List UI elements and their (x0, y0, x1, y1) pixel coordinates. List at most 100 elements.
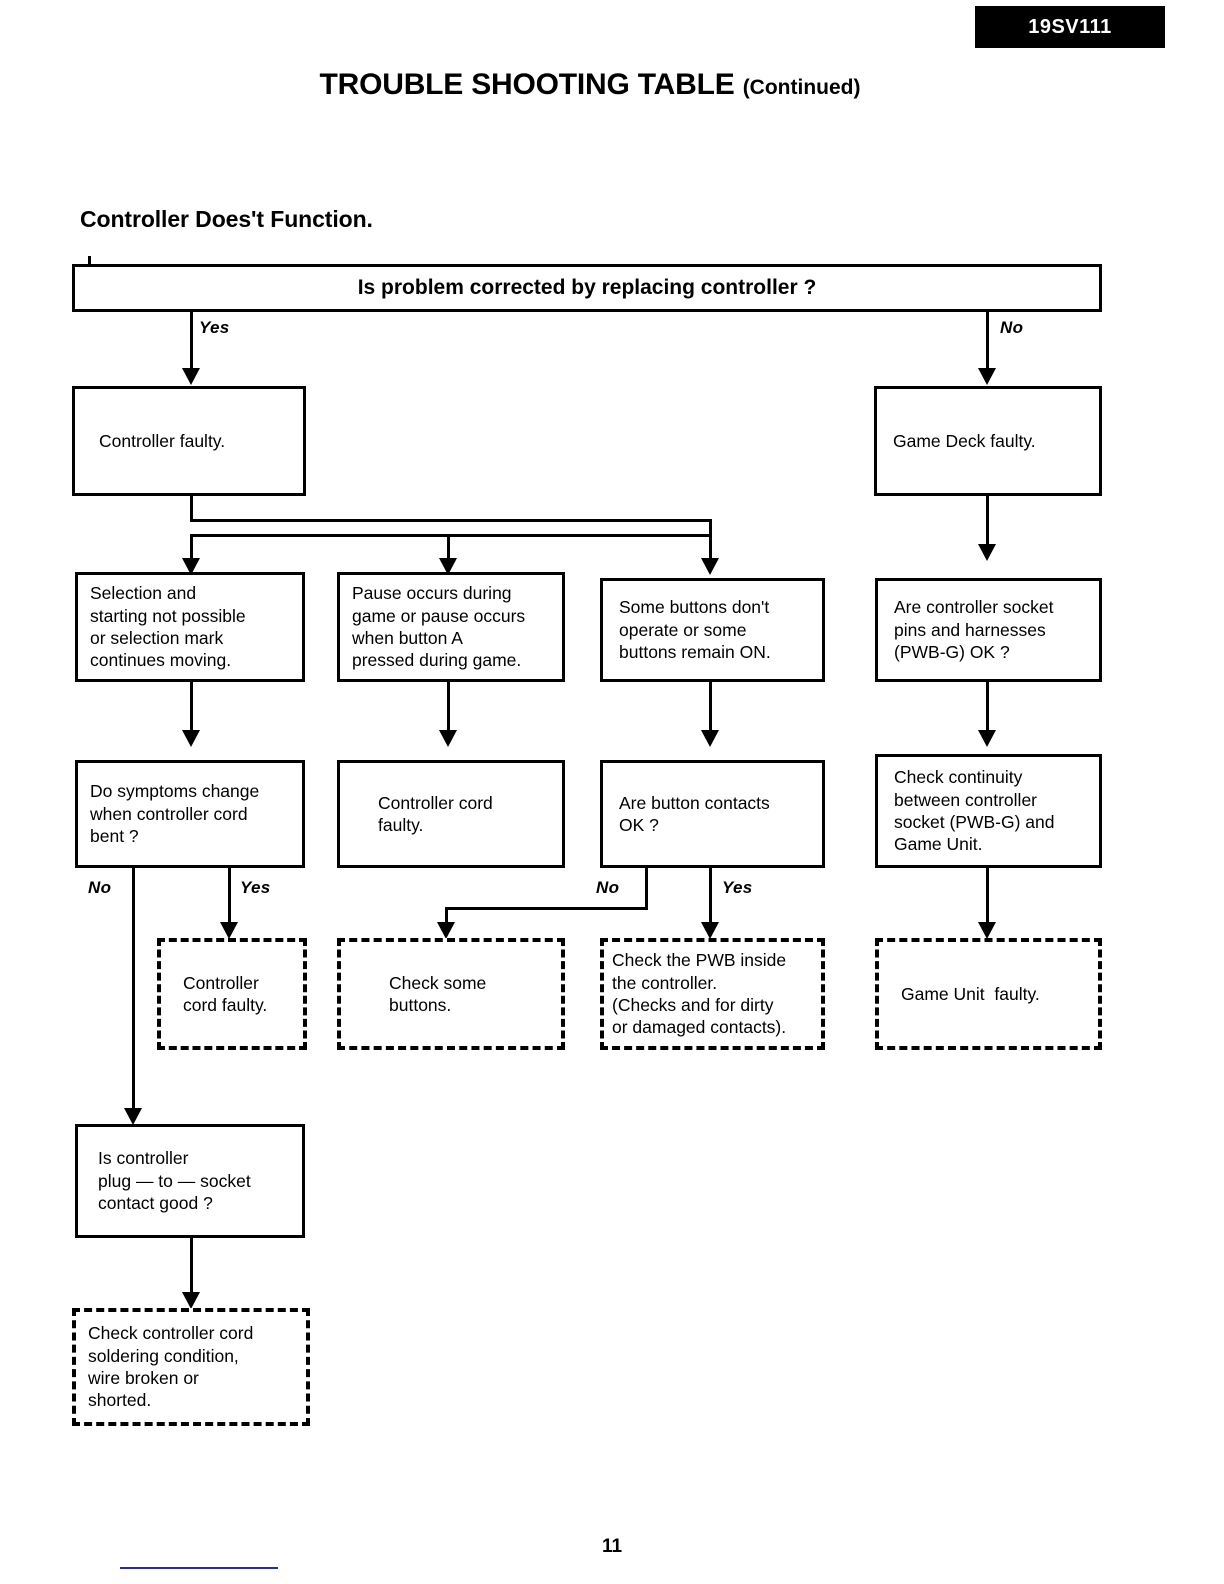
selection-problem-line4: continues moving. (90, 650, 232, 671)
symptoms-question-line1: Do symptoms change (90, 781, 260, 802)
branch-label-root-no: No (1000, 318, 1024, 337)
game-unit-faulty-result-text: Game Unit faulty. (901, 983, 1040, 1004)
branch-label-symptoms-yes: Yes (240, 878, 271, 897)
selection-problem-line2: starting not possible (90, 605, 246, 626)
check-continuity-line4: Game Unit. (894, 834, 983, 855)
connector-bus-drop-mid-right (709, 519, 712, 537)
connector-continuity-to-gameunit (986, 868, 989, 928)
connector-contacts-no-drop (445, 907, 448, 929)
socket-pins-line2: pins and harnesses (894, 619, 1046, 640)
pause-problem-line3: when button A (352, 628, 463, 648)
section-heading: Controller Does't Function. (80, 206, 373, 232)
pause-problem-line2: game or pause occurs (352, 605, 526, 626)
check-continuity-line2: between controller (894, 789, 1037, 810)
cord-faulty-line1: Controller cord (378, 792, 493, 813)
arrow-buttons-to-contacts (701, 730, 719, 747)
symptoms-question-line2: when controller cord (90, 803, 248, 824)
connector-contacts-no-down (645, 868, 648, 910)
pause-problem-box: Pause occurs during game or pause occurs… (337, 572, 565, 682)
connector-bus-upper (190, 519, 712, 522)
buttons-problem-line2: operate or some (619, 619, 747, 640)
check-pwb-result-line3: (Checks and for dirty (612, 995, 774, 1015)
connector-to-buttons-box (709, 534, 712, 562)
arrow-pause-to-cordfaulty (439, 730, 457, 747)
plug-socket-line2: plug — to — socket (98, 1170, 251, 1191)
root-question-text: Is problem corrected by replacing contro… (357, 275, 817, 299)
branch-label-contacts-yes: Yes (722, 878, 753, 897)
buttons-problem-line3: buttons remain ON. (619, 642, 771, 663)
arrow-contacts-no (437, 922, 455, 939)
cord-faulty-result-line1: Controller (183, 972, 259, 993)
check-buttons-result-line2: buttons. (389, 995, 452, 1015)
footer-rule (120, 1567, 278, 1569)
selection-problem-line1: Selection and (90, 583, 197, 604)
page-number: 11 (601, 1536, 623, 1557)
check-pwb-result-box: Check the PWB inside the controller. (Ch… (600, 938, 825, 1050)
game-unit-faulty-result-box: Game Unit faulty. (875, 938, 1102, 1050)
arrow-to-selection-box (182, 558, 200, 575)
check-buttons-result-box: Check some buttons. (337, 938, 565, 1050)
arrow-to-buttons-box (701, 558, 719, 575)
socket-pins-line3: (PWB-G) OK ? (894, 642, 1010, 663)
branch-label-root-yes: Yes (199, 318, 230, 337)
plug-socket-question-box: Is controller plug — to — socket contact… (75, 1124, 305, 1238)
symptoms-question-box: Do symptoms change when controller cord … (75, 760, 305, 868)
check-buttons-result-line1: Check some (389, 972, 487, 993)
check-pwb-result-line2: the controller. (612, 972, 718, 993)
plug-socket-line3: contact good ? (98, 1193, 213, 1214)
connector-contacts-no-across (445, 907, 648, 910)
arrow-root-no (978, 368, 996, 385)
contacts-question-line2: OK ? (619, 815, 659, 835)
cord-faulty-result-box: Controller cord faulty. (157, 938, 307, 1050)
arrow-symptoms-yes (220, 922, 238, 939)
check-continuity-line3: socket (PWB-G) and (894, 812, 1055, 832)
arrow-continuity-to-gameunit (978, 922, 996, 939)
check-continuity-box: Check continuity between controller sock… (875, 754, 1102, 868)
connector-gamedeck-to-socket (986, 496, 989, 548)
connector-to-pause-box (447, 534, 450, 562)
connector-symptoms-no (132, 868, 135, 1116)
branch-label-symptoms-no: No (88, 878, 112, 897)
connector-to-selection-box (190, 534, 193, 562)
plug-socket-line1: Is controller (98, 1148, 189, 1169)
check-soldering-line4: shorted. (88, 1390, 152, 1411)
corner-tick-mark (88, 256, 91, 265)
arrow-symptoms-no (124, 1108, 142, 1125)
branch-label-contacts-no: No (596, 878, 620, 897)
connector-buttons-to-contacts (709, 682, 712, 734)
connector-bus-lower (190, 534, 712, 537)
contacts-question-line1: Are button contacts (619, 792, 770, 813)
arrow-contacts-yes (701, 922, 719, 939)
pause-problem-line4: pressed during game. (352, 650, 522, 671)
check-soldering-result-box: Check controller cord soldering conditio… (72, 1308, 310, 1426)
game-deck-faulty-box: Game Deck faulty. (874, 386, 1102, 496)
cord-faulty-box: Controller cord faulty. (337, 760, 565, 868)
buttons-problem-line1: Some buttons don't (619, 597, 770, 618)
arrow-gamedeck-to-socket (978, 544, 996, 561)
check-continuity-line1: Check continuity (894, 767, 1023, 788)
root-question-box: Is problem corrected by replacing contro… (72, 264, 1102, 312)
connector-pause-to-cordfaulty (447, 682, 450, 734)
connector-root-no (986, 312, 989, 370)
connector-contacts-yes (709, 868, 712, 928)
buttons-problem-box: Some buttons don't operate or some butto… (600, 578, 825, 682)
connector-symptoms-yes (228, 868, 231, 928)
page-title-main: TROUBLE SHOOTING TABLE (319, 68, 735, 101)
socket-pins-question-box: Are controller socket pins and harnesses… (875, 578, 1102, 682)
game-deck-faulty-text: Game Deck faulty. (893, 430, 1036, 451)
check-pwb-result-line1: Check the PWB inside (612, 950, 787, 971)
controller-faulty-text: Controller faulty. (99, 430, 226, 451)
check-pwb-result-line4: or damaged contacts). (612, 1017, 787, 1038)
symptoms-question-line3: bent ? (90, 826, 139, 847)
arrow-plug-to-soldering (182, 1292, 200, 1309)
connector-socket-to-continuity (986, 682, 989, 734)
contacts-question-box: Are button contacts OK ? (600, 760, 825, 868)
arrow-to-pause-box (439, 558, 457, 575)
connector-selection-to-symptoms (190, 682, 193, 734)
selection-problem-box: Selection and starting not possible or s… (75, 572, 305, 682)
check-soldering-line2: soldering condition, (88, 1345, 239, 1366)
socket-pins-line1: Are controller socket (894, 597, 1054, 618)
check-soldering-line1: Check controller cord (88, 1323, 254, 1344)
controller-faulty-box: Controller faulty. (72, 386, 306, 496)
